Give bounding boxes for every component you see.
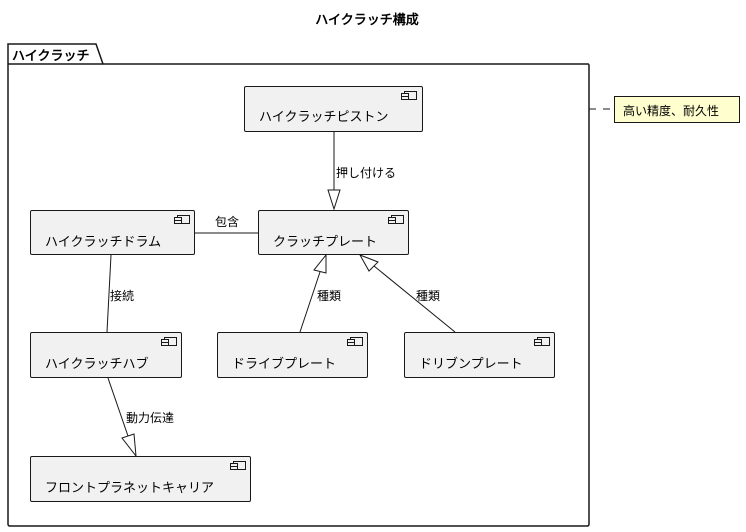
component-driven-plate[interactable]: ドリブンプレート (404, 332, 555, 378)
component-icon (174, 215, 190, 224)
component-icon (401, 91, 417, 100)
component-icon (347, 337, 363, 346)
component-hub[interactable]: ハイクラッチハブ (30, 332, 182, 378)
component-drum[interactable]: ハイクラッチドラム (30, 210, 195, 255)
component-carrier[interactable]: フロントプラネットキャリア (30, 456, 251, 502)
component-icon (388, 215, 404, 224)
diagram-title: ハイクラッチ構成 (315, 13, 419, 28)
edge-drive-plate (299, 271, 321, 333)
note-box: 高い精度、耐久性 (614, 96, 740, 123)
component-plate[interactable]: クラッチプレート (258, 210, 409, 255)
edge-driven-plate (373, 265, 456, 333)
component-label: ハイクラッチピストン (259, 110, 389, 125)
component-piston[interactable]: ハイクラッチピストン (244, 86, 423, 132)
component-label: ハイクラッチドラム (45, 235, 162, 250)
edge-hub-carrier (107, 377, 129, 437)
component-label: ドライブプレート (232, 357, 337, 372)
component-icon (161, 337, 177, 346)
edge-label-power: 動力伝達 (126, 411, 175, 425)
package-frame (7, 43, 590, 527)
arrowhead-driven-plate (358, 254, 379, 272)
arrowhead-piston-plate (327, 189, 341, 211)
component-label: ドリブンプレート (419, 357, 523, 372)
component-icon (534, 337, 550, 346)
edge-label-type-driven: 種類 (416, 289, 441, 303)
component-drive-plate[interactable]: ドライブプレート (217, 332, 368, 378)
edge-label-push: 押し付ける (336, 166, 397, 180)
edge-label-contain: 包含 (215, 215, 240, 229)
component-label: ハイクラッチハブ (45, 357, 149, 372)
arrowhead-drive-plate (313, 253, 327, 274)
component-icon (230, 461, 246, 470)
arrowhead-hub-carrier (121, 433, 137, 458)
component-label: クラッチプレート (273, 235, 378, 250)
edge-label-connect: 接続 (110, 289, 135, 303)
edge-drum-hub (106, 254, 112, 333)
edge-label-type-drive: 種類 (317, 289, 342, 303)
component-label: フロントプラネットキャリア (45, 481, 215, 496)
package-label: ハイクラッチ (12, 49, 90, 64)
note-text: 高い精度、耐久性 (623, 104, 720, 118)
